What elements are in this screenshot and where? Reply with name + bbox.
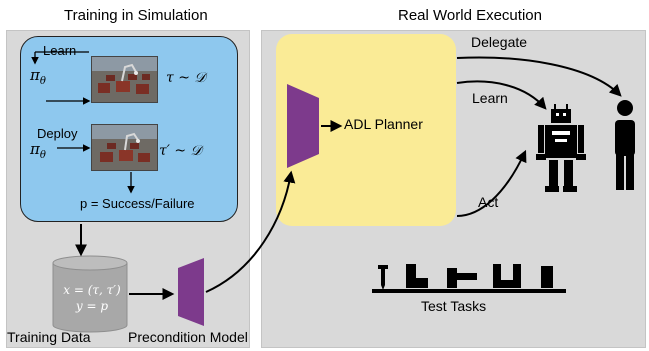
tau-distribution: τ ~ 𝒟: [166, 70, 206, 86]
simulation-header: Training in Simulation: [64, 7, 208, 24]
simulation-screenshot-learn: [91, 56, 158, 103]
training-data-x: x = (τ, τ′): [63, 283, 121, 297]
precondition-model-trapezoid: [178, 258, 204, 326]
real-learn-label: Learn: [472, 90, 508, 106]
learn-label: Learn: [43, 43, 77, 58]
delegate-label: Delegate: [471, 34, 528, 50]
training-data-label: Training Data: [7, 329, 91, 345]
test-tasks-label: Test Tasks: [421, 298, 487, 314]
furniture-part-icon: [447, 268, 477, 288]
training-data-y: y = p: [75, 299, 109, 313]
arrow-learn: [456, 80, 547, 110]
real-world-header: Real World Execution: [398, 7, 542, 24]
arrow-delegate: [456, 56, 622, 97]
adl-planner-label: ADL Planner: [344, 116, 423, 132]
furniture-part-icon: [541, 266, 553, 288]
furniture-part-icon: [406, 264, 428, 288]
arrow-model-to-planner: [205, 170, 296, 293]
arrow-act: [456, 149, 527, 217]
outcome-label: p = Success/Failure: [80, 196, 195, 211]
learn-loop-arrows: [31, 51, 91, 105]
policy-symbol-deploy: πθ: [30, 140, 46, 161]
person-icon: [615, 100, 635, 190]
furniture-part-icon: [493, 264, 521, 288]
test-tasks-shelf-line: [372, 289, 566, 293]
tau-prime-distribution: τ′ ~ 𝒟: [159, 143, 202, 159]
precondition-model-label: Precondition Model: [128, 329, 248, 345]
deploy-arrows: [57, 144, 135, 194]
planner-trapezoid: [287, 84, 319, 168]
deploy-label: Deploy: [37, 126, 78, 141]
simulation-screenshot-deploy: [91, 124, 158, 171]
database-cylinder-icon: [52, 255, 128, 333]
test-task-parts: [372, 264, 566, 293]
robot-icon: [536, 104, 586, 192]
screw-icon: [378, 265, 388, 290]
policy-symbol-learn: πθ: [30, 66, 46, 87]
